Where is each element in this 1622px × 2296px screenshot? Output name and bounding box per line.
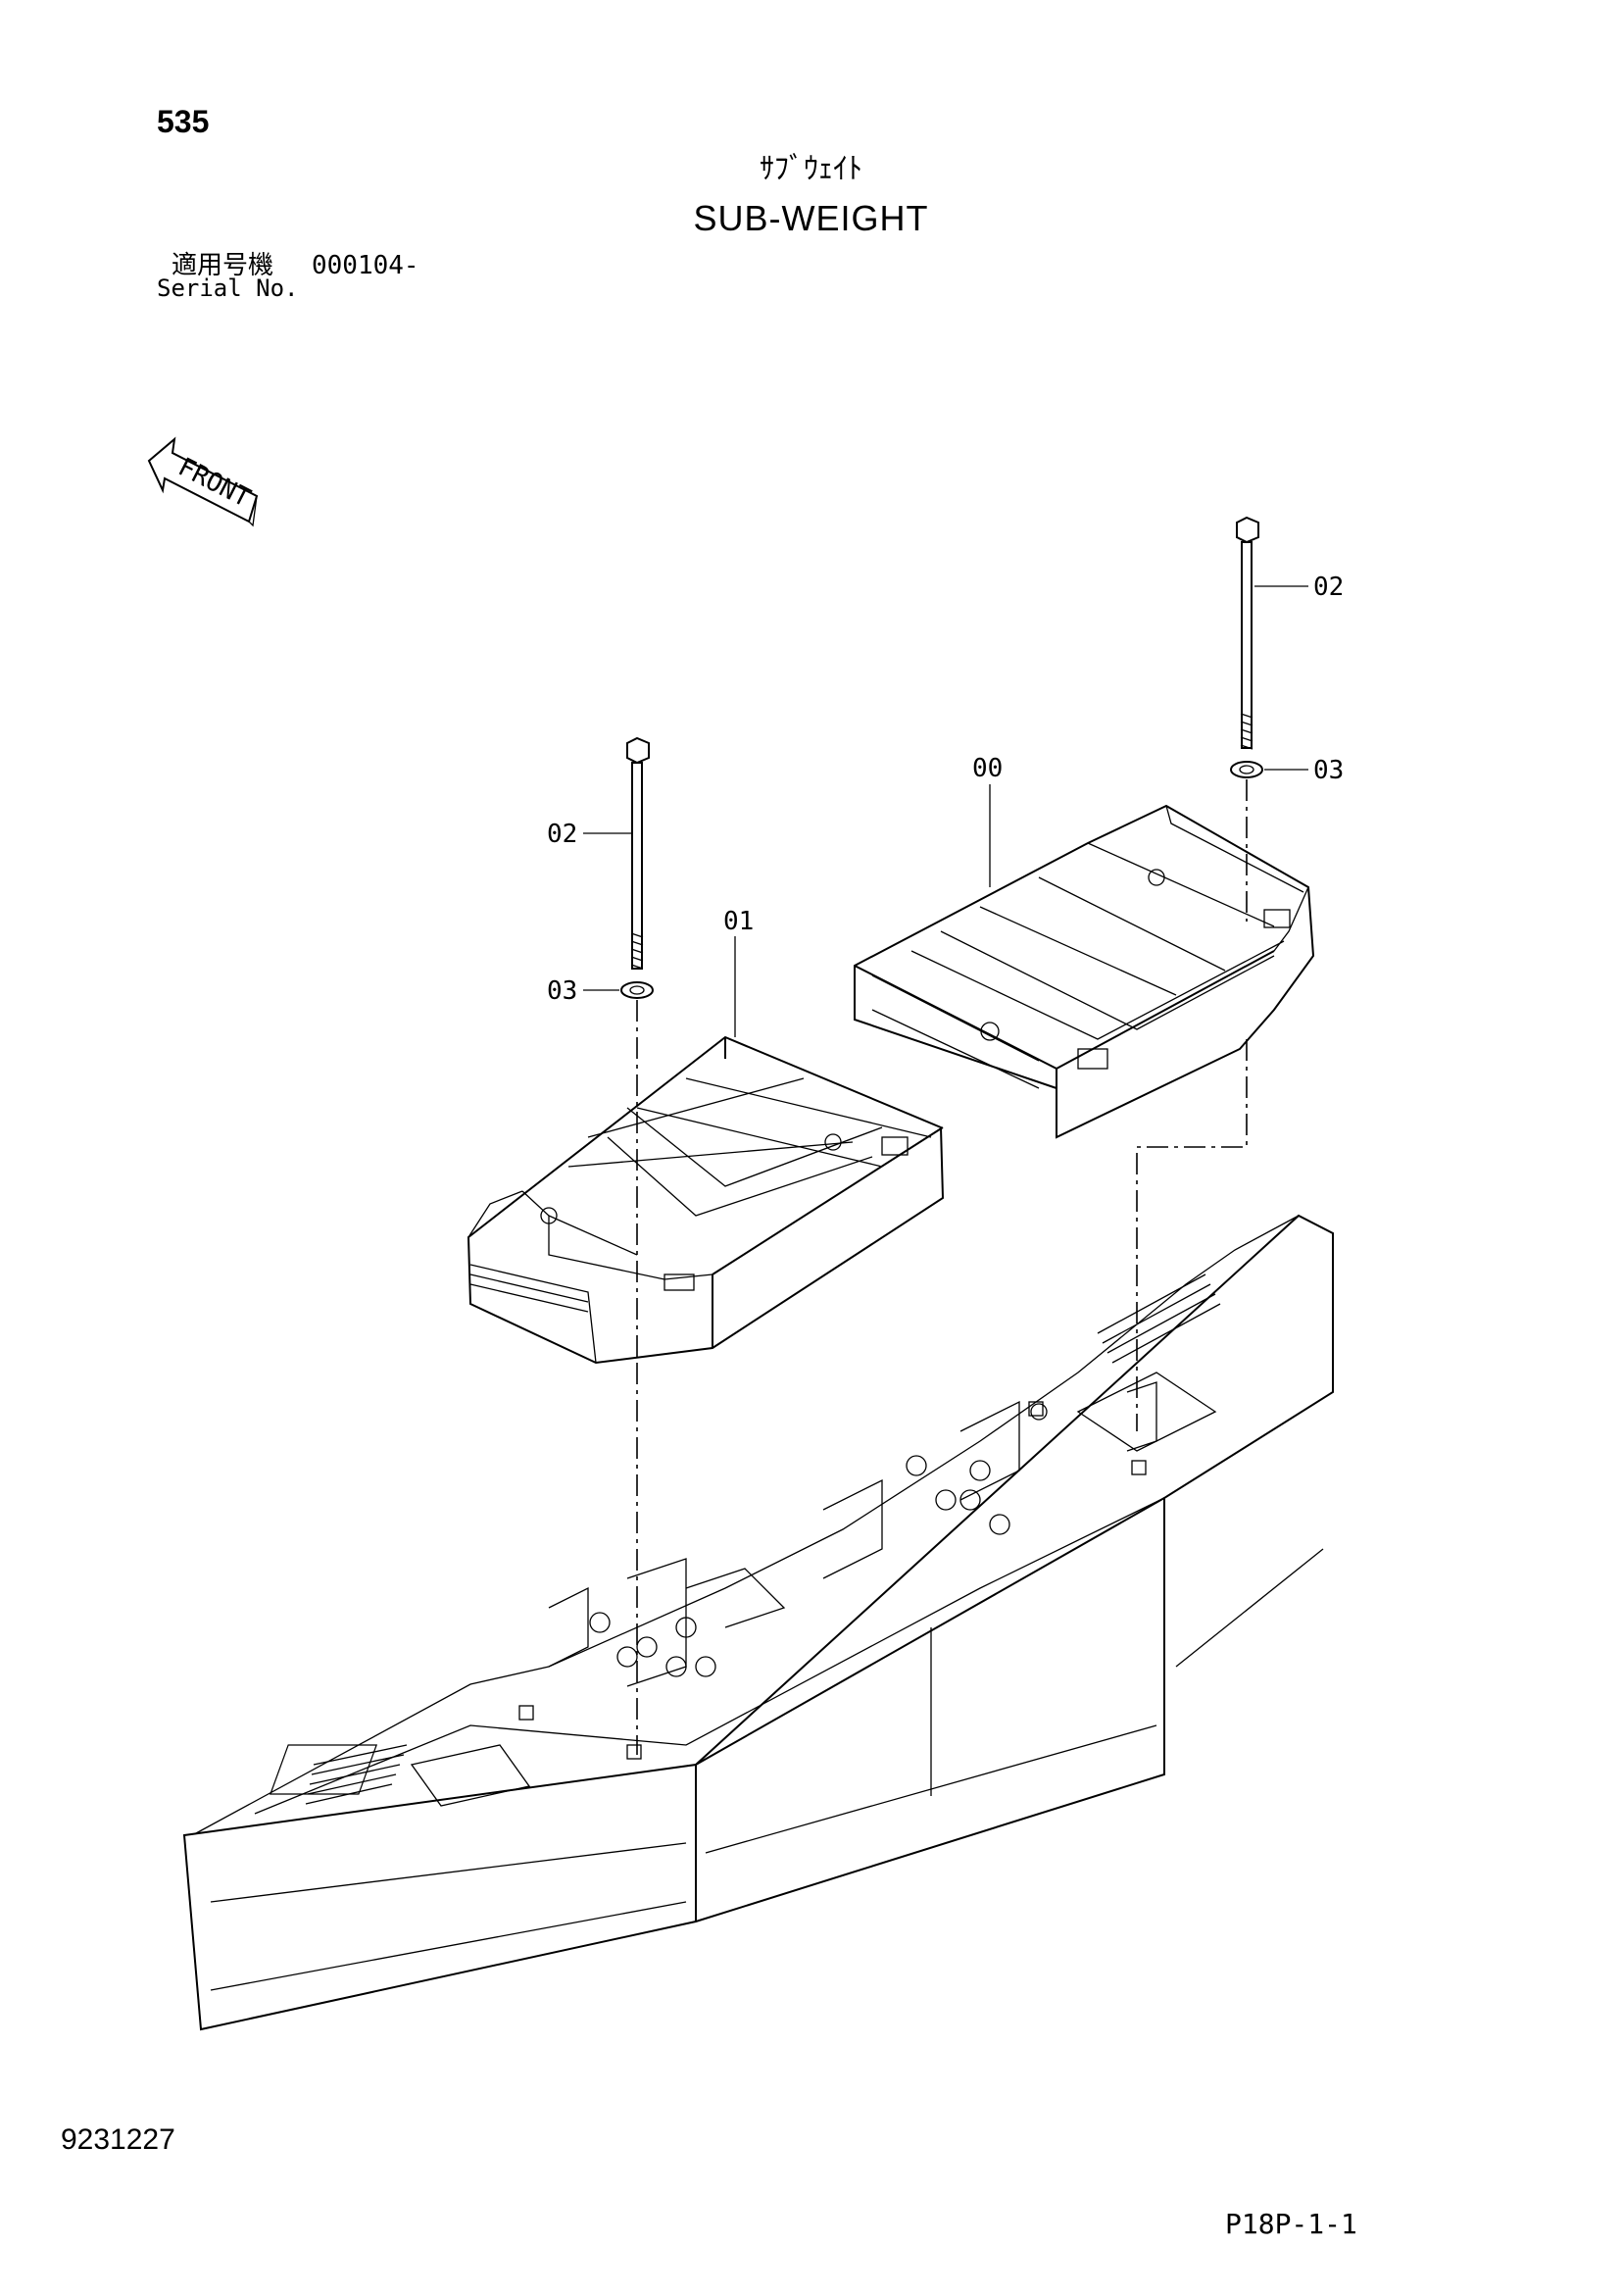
front-arrow-icon: FRONT [147, 436, 259, 527]
page-title-japanese: ｻﾌﾞｳｪｲﾄ [760, 152, 862, 186]
sub-weight-left [467, 1035, 945, 1365]
washer-left [620, 981, 654, 999]
washer-right [1230, 761, 1263, 778]
leader-lines [583, 585, 1308, 1037]
callout-part-03-right: 03 [1313, 756, 1344, 785]
page-number: 535 [157, 104, 210, 139]
callout-part-03-left: 03 [547, 976, 577, 1006]
callout-part-02-left: 02 [547, 820, 577, 849]
callout-part-01: 01 [723, 907, 754, 936]
sub-weight-right [854, 804, 1315, 1139]
drawing-number: 9231227 [61, 2123, 175, 2156]
page-title: SUB-WEIGHT [693, 198, 929, 238]
sheet-code: P18P-1-1 [1225, 2208, 1357, 2240]
callout-part-00: 00 [972, 754, 1003, 783]
serial-number-value: 000104- [312, 251, 419, 280]
callout-part-02-right: 02 [1313, 573, 1344, 602]
counterweight-body [182, 1214, 1334, 2031]
bolt-left [626, 736, 650, 970]
serial-label: Serial No. [157, 275, 299, 302]
serial-label-japanese: 適用号機 [172, 251, 274, 280]
assembly-centerlines [636, 779, 1248, 1755]
bolt-right [1236, 516, 1259, 750]
